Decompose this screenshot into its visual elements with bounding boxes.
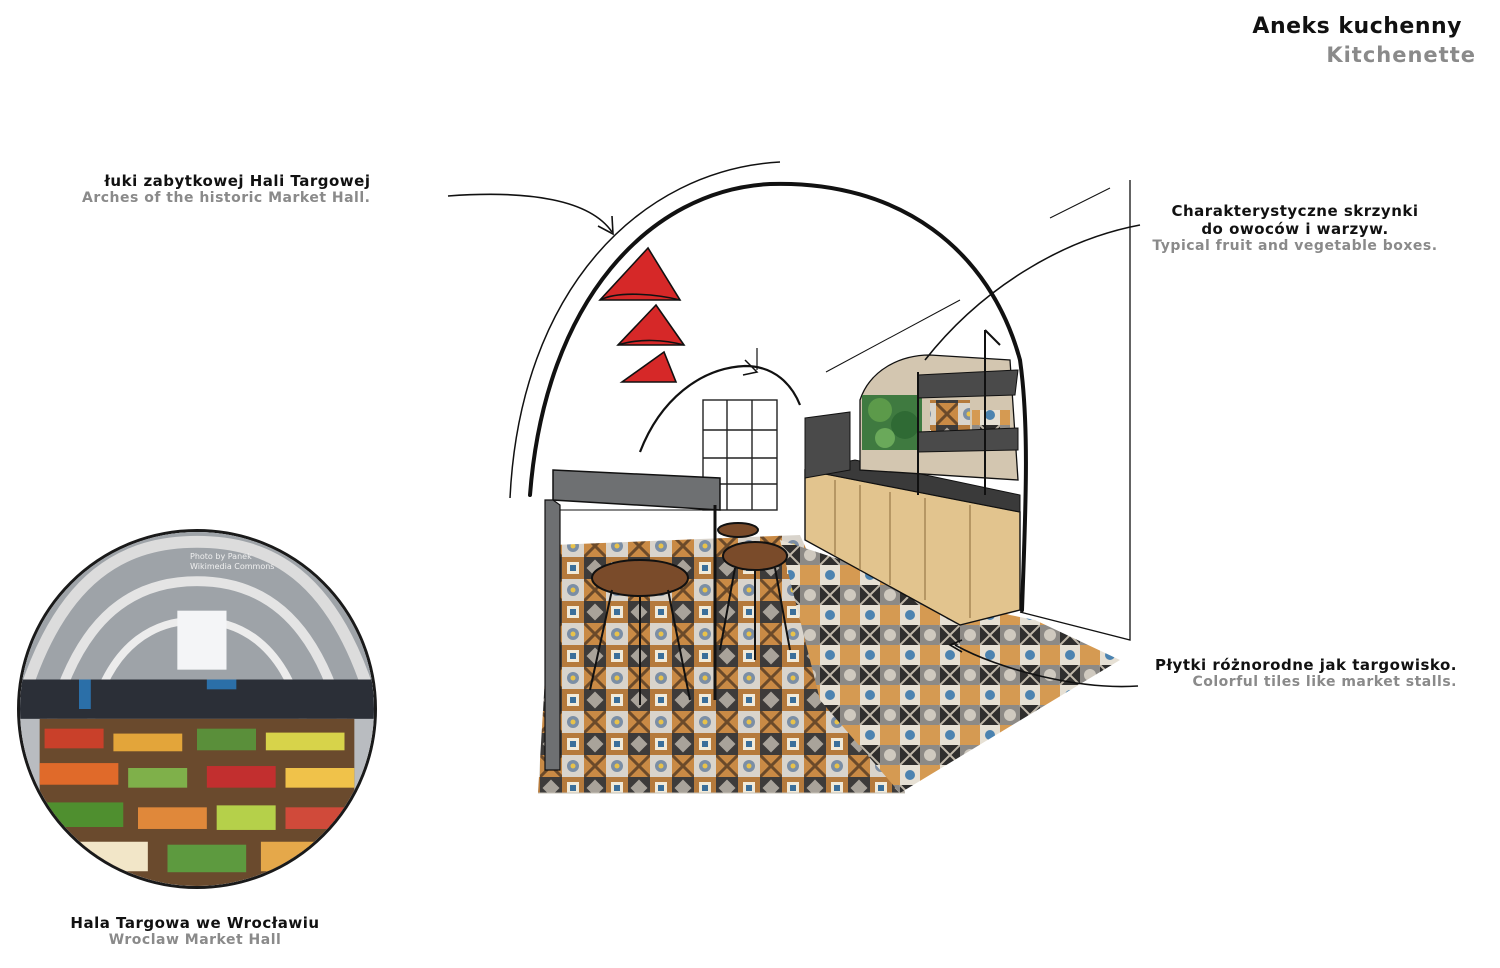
bar-stools: [589, 522, 791, 705]
market-hall-illustration: [20, 532, 374, 886]
annotation-tiles-polish: Płytki różnorodne jak targowisko.: [1155, 656, 1457, 674]
annotation-arches: łuki zabytkowej Hali Targowej Arches of …: [82, 172, 370, 206]
annotation-arches-english: Arches of the historic Market Hall.: [82, 190, 371, 206]
annotation-tiles-english: Colorful tiles like market stalls.: [1192, 674, 1457, 690]
annotation-photo: Hala Targowa we Wrocławiu Wroclaw Market…: [40, 914, 350, 948]
high-table: [544, 469, 721, 771]
annotation-boxes-polish-1: Charakterystyczne skrzynki: [1171, 202, 1419, 220]
annotation-boxes: Charakterystyczne skrzynki do owoców i w…: [1130, 202, 1460, 254]
title-english: Kitchenette: [1326, 43, 1476, 67]
annotation-photo-english: Wroclaw Market Hall: [108, 932, 282, 948]
annotation-arches-polish: łuki zabytkowej Hali Targowej: [104, 172, 371, 190]
photo-credit-line1: Photo by Panek: [190, 552, 252, 561]
photo-credit: Photo by Panek Wikimedia Commons: [190, 552, 274, 572]
pendant-lamp: [598, 246, 686, 383]
annotation-tiles: Płytki różnorodne jak targowisko. Colorf…: [1155, 656, 1457, 690]
annotation-photo-polish: Hala Targowa we Wrocławiu: [70, 914, 320, 932]
market-hall-photo: Photo by Panek Wikimedia Commons: [17, 529, 377, 889]
title-polish: Aneks kuchenny: [1252, 14, 1462, 39]
annotation-boxes-polish-2: do owoców i warzyw.: [1201, 220, 1389, 238]
big-arch: [528, 181, 1028, 612]
kitchen-counter: [804, 459, 1021, 626]
small-arch: [638, 364, 802, 453]
annotation-boxes-english: Typical fruit and vegetable boxes.: [1152, 238, 1438, 254]
annotation-arrows: [447, 193, 1141, 688]
tile-floor-right: [780, 540, 1120, 793]
fruit-box-shelves: [804, 329, 1019, 495]
photo-credit-line2: Wikimedia Commons: [190, 562, 275, 571]
page-title: Aneks kuchenny Kitchenette: [1252, 14, 1475, 67]
